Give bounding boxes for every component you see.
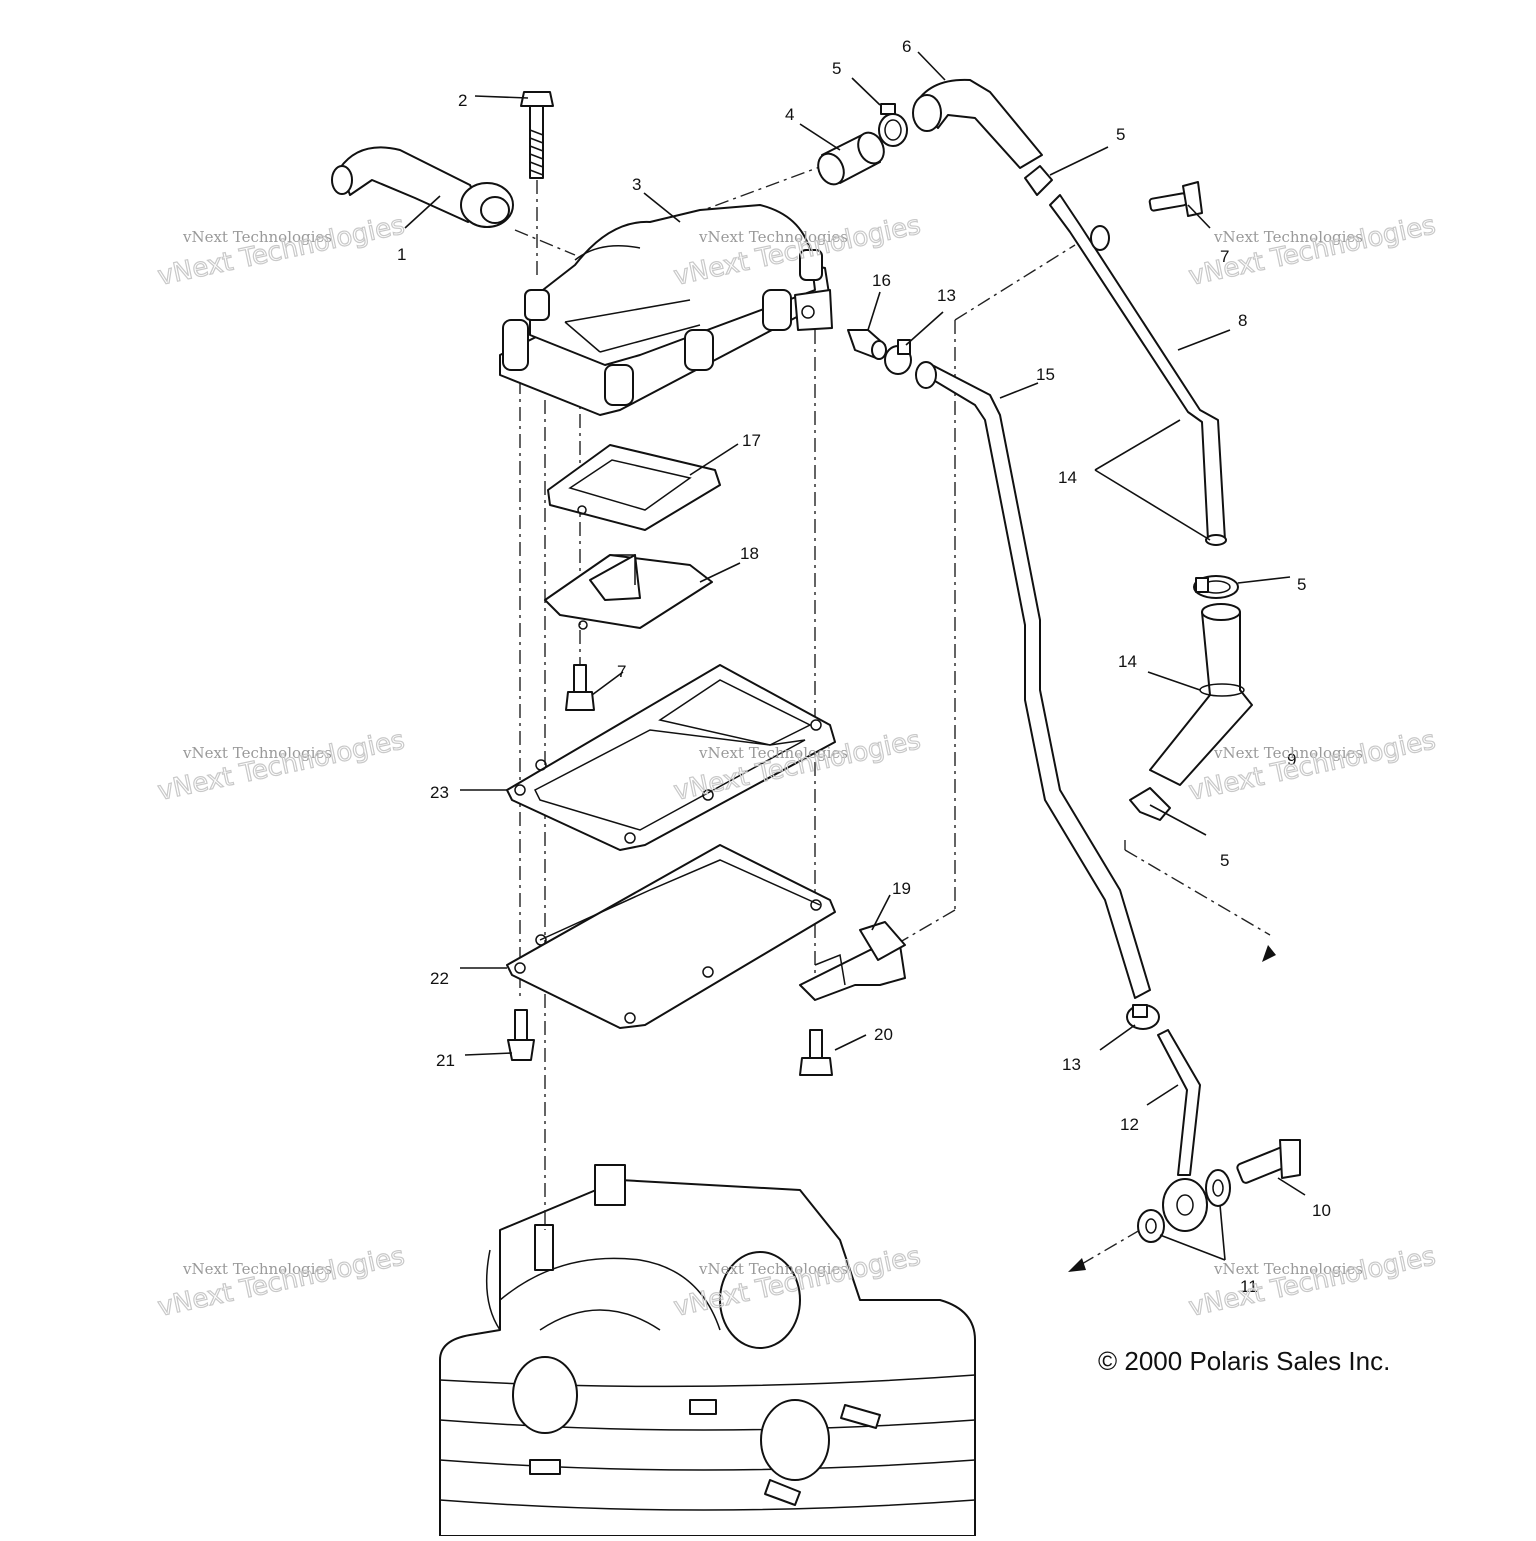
callout-1: 1 bbox=[397, 245, 406, 264]
watermark-text: vNext Technologies bbox=[182, 744, 332, 762]
part-13-clamp-lower bbox=[1126, 1004, 1160, 1030]
callout-labels: 1 2 3 4 5 5 5 5 6 7 7 8 9 10 11 12 13 13… bbox=[397, 37, 1331, 1296]
part-5-clamp-top bbox=[878, 103, 908, 147]
part-4-sleeve bbox=[817, 131, 885, 186]
callout-15: 15 bbox=[1036, 365, 1055, 384]
part-8-breather-tube bbox=[1049, 194, 1227, 546]
part-5-clamp-lower-right bbox=[1129, 787, 1171, 821]
callout-17: 17 bbox=[742, 431, 761, 450]
callout-5-lower-right: 5 bbox=[1220, 851, 1229, 870]
callout-13-lower: 13 bbox=[1062, 1055, 1081, 1074]
watermark-text: vNext Technologies bbox=[155, 725, 407, 807]
leader-lines bbox=[404, 51, 1306, 1272]
callout-7-left: 7 bbox=[617, 662, 626, 681]
part-6-elbow-hose bbox=[912, 78, 1043, 169]
watermark-text: vNext Technologies bbox=[698, 744, 848, 762]
watermark-text: vNext Technologies bbox=[155, 1241, 407, 1323]
watermark-text: vNext Technologies bbox=[698, 1260, 848, 1278]
watermarks: vNext Technologies vNext Technologies vN… bbox=[155, 210, 1439, 1324]
part-18-reed-valve bbox=[544, 554, 713, 630]
callout-7-right: 7 bbox=[1220, 247, 1229, 266]
callout-14-lower: 14 bbox=[1118, 652, 1137, 671]
callout-3: 3 bbox=[632, 175, 641, 194]
callout-16: 16 bbox=[872, 271, 891, 290]
part-3-valve-cover bbox=[499, 204, 833, 416]
callout-9: 9 bbox=[1287, 750, 1296, 769]
part-5-clamp-middle-right bbox=[1193, 575, 1239, 599]
part-13-clamp-upper bbox=[884, 339, 912, 375]
part-1-breather-hose bbox=[331, 146, 514, 228]
watermark-text: vNext Technologies bbox=[1213, 1260, 1363, 1278]
callout-14-upper: 14 bbox=[1058, 468, 1077, 487]
watermark-text: vNext Technologies bbox=[155, 210, 407, 292]
callout-12: 12 bbox=[1120, 1115, 1139, 1134]
part-10-banjo-bolt bbox=[1236, 1139, 1301, 1184]
part-20-bolt bbox=[799, 1029, 833, 1076]
part-7-bolt-right bbox=[1148, 181, 1203, 217]
callout-22: 22 bbox=[430, 969, 449, 988]
watermark-text: vNext Technologies bbox=[182, 228, 332, 246]
callout-19: 19 bbox=[892, 879, 911, 898]
callout-18: 18 bbox=[740, 544, 759, 563]
part-12-banjo-tube bbox=[1157, 1029, 1208, 1232]
watermark-text: vNext Technologies bbox=[182, 1260, 332, 1278]
part-9-lower-elbow-hose bbox=[1149, 603, 1253, 786]
callout-11: 11 bbox=[1240, 1277, 1258, 1296]
watermark-text: vNext Technologies bbox=[1213, 744, 1363, 762]
callout-5-top: 5 bbox=[832, 59, 841, 78]
part-5-clamp-upper-right bbox=[1024, 165, 1053, 196]
part-17-gasket bbox=[547, 444, 721, 531]
callout-5-middle-right: 5 bbox=[1297, 575, 1306, 594]
callout-23: 23 bbox=[430, 783, 449, 802]
part-23-gasket bbox=[506, 664, 836, 851]
part-22-plate bbox=[506, 844, 836, 1029]
part-2-bolt bbox=[520, 91, 554, 179]
callout-5-upper-right: 5 bbox=[1116, 125, 1125, 144]
callout-4: 4 bbox=[785, 105, 794, 124]
part-15-long-hose bbox=[915, 361, 1151, 999]
callout-10: 10 bbox=[1312, 1201, 1331, 1220]
callout-6: 6 bbox=[902, 37, 911, 56]
copyright-notice: © 2000 Polaris Sales Inc. bbox=[1098, 1346, 1390, 1376]
engine-cylinder-head bbox=[439, 1164, 976, 1537]
part-16-nipple bbox=[847, 329, 887, 360]
callout-20: 20 bbox=[874, 1025, 893, 1044]
part-19-bracket bbox=[799, 921, 906, 1001]
watermark-text: vNext Technologies bbox=[1213, 228, 1363, 246]
part-7-bolt-left bbox=[565, 664, 595, 711]
callout-13-upper: 13 bbox=[937, 286, 956, 305]
watermark-text: vNext Technologies bbox=[698, 228, 848, 246]
callout-8: 8 bbox=[1238, 311, 1247, 330]
callout-21: 21 bbox=[436, 1051, 455, 1070]
callout-2: 2 bbox=[458, 91, 467, 110]
part-11-washers bbox=[1137, 1169, 1231, 1243]
